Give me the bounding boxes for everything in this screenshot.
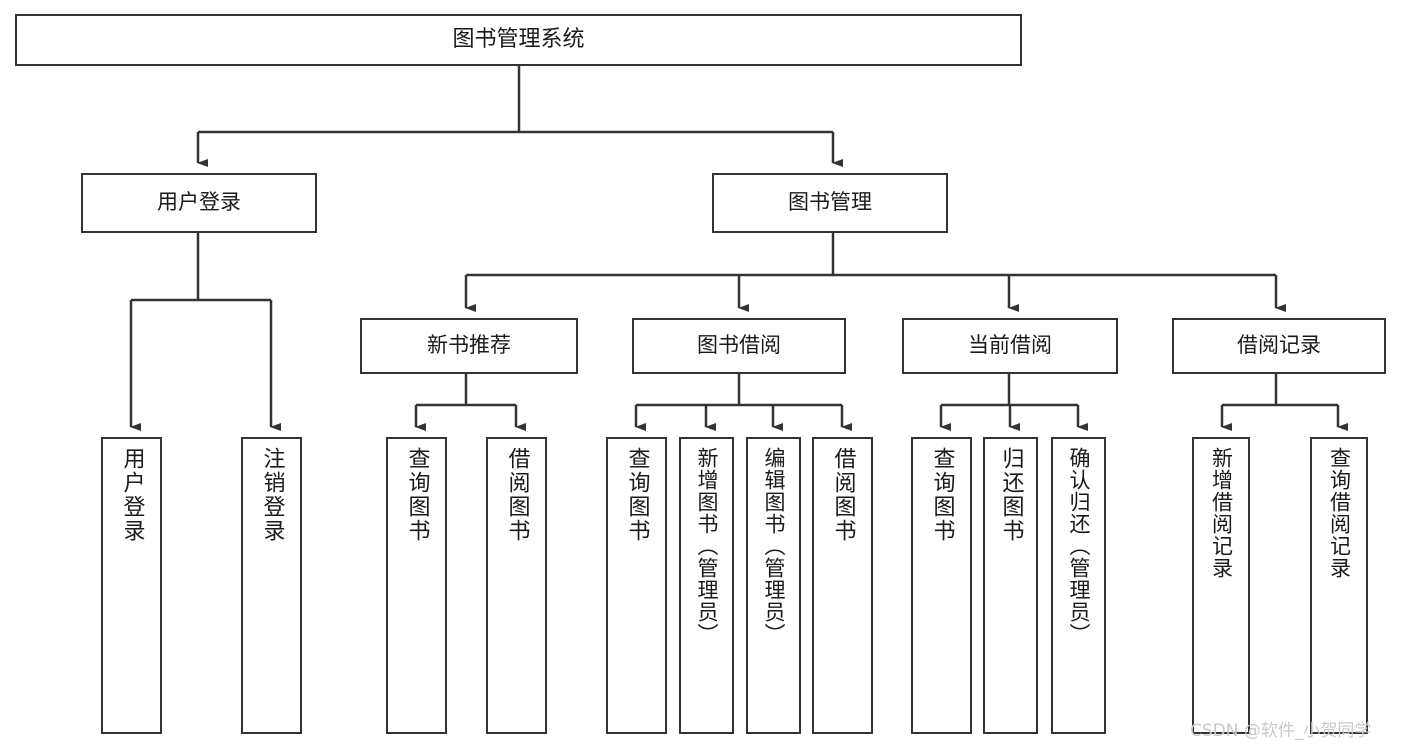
node-label: 借阅图书 [830,447,856,543]
node-label: 查询借阅记录 [1327,447,1352,579]
node-label: 确认归还（管理员） [1067,447,1091,645]
node-label: 查询图书 [404,447,430,543]
node-label: 注销登录 [259,447,285,543]
leaf-add-book-admin[interactable]: 新增图书（管理员） [679,437,734,734]
node-current-borrow[interactable]: 当前借阅 [902,318,1118,374]
node-label: 借阅图书 [504,447,530,543]
leaf-add-borrow-record[interactable]: 新增借阅记录 [1192,437,1250,734]
leaf-user-login[interactable]: 用户登录 [101,437,162,734]
node-label: 查询图书 [624,447,650,543]
watermark: CSDN @软件_小贺同学 [1190,721,1372,741]
node-label: 图书借阅 [697,333,781,358]
node-new-book-recommend[interactable]: 新书推荐 [360,318,578,374]
node-label: 图书管理 [788,190,872,215]
node-label: 当前借阅 [968,333,1052,358]
node-label: 新增图书（管理员） [695,447,719,645]
leaf-confirm-return-admin[interactable]: 确认归还（管理员） [1051,437,1106,734]
node-label: 新增借阅记录 [1209,447,1234,579]
node-book-borrow[interactable]: 图书借阅 [632,318,846,374]
node-label: 图书管理系统 [452,26,585,52]
leaf-logout[interactable]: 注销登录 [241,437,302,734]
node-label: 归还图书 [998,447,1024,543]
node-label: 编辑图书（管理员） [762,447,786,645]
node-borrow-record[interactable]: 借阅记录 [1172,318,1386,374]
node-label: 用户登录 [119,447,145,543]
node-label: 用户登录 [157,190,241,215]
leaf-query-borrow-record[interactable]: 查询借阅记录 [1310,437,1368,734]
node-label: 查询图书 [929,447,955,543]
node-user-login-module[interactable]: 用户登录 [81,173,317,233]
leaf-query-book-borrow[interactable]: 查询图书 [606,437,667,734]
node-label: 新书推荐 [427,333,511,358]
leaf-query-book-newbook[interactable]: 查询图书 [386,437,447,734]
leaf-return-book[interactable]: 归还图书 [983,437,1038,734]
leaf-edit-book-admin[interactable]: 编辑图书（管理员） [746,437,801,734]
leaf-query-book-current[interactable]: 查询图书 [911,437,972,734]
leaf-borrow-book-newbook[interactable]: 借阅图书 [486,437,547,734]
node-label: 借阅记录 [1237,333,1321,358]
leaf-borrow-book[interactable]: 借阅图书 [812,437,873,734]
node-book-management-module[interactable]: 图书管理 [712,173,948,233]
node-root-system[interactable]: 图书管理系统 [15,14,1022,66]
